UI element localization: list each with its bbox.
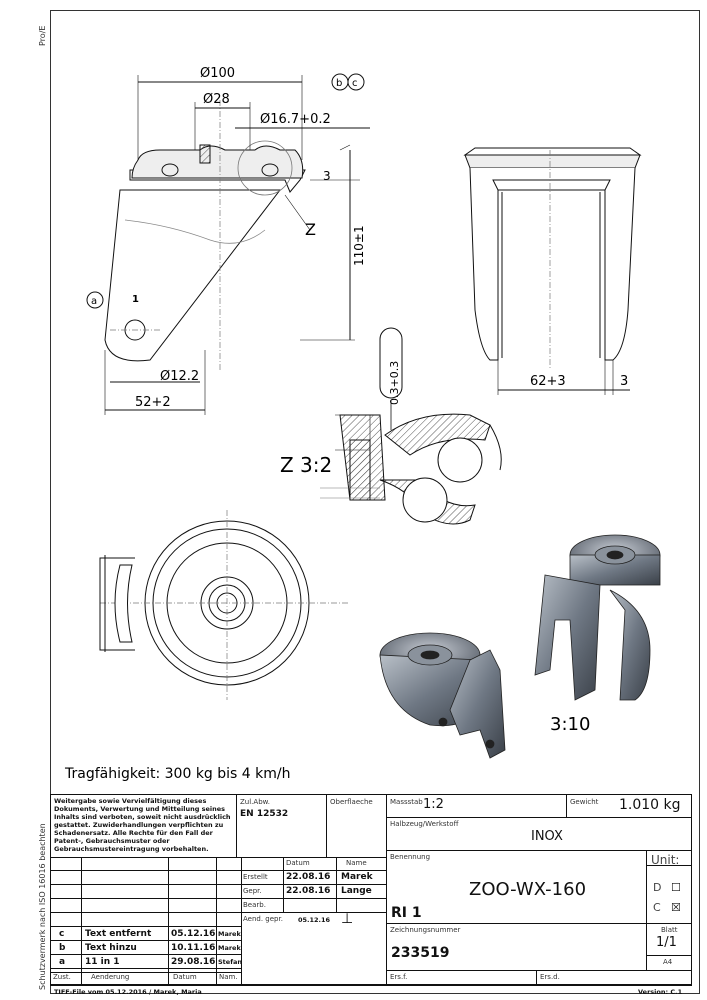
datum-header: Datum xyxy=(286,859,310,867)
scale-3-10: 3:10 xyxy=(550,714,590,735)
dim-62: 62+3 xyxy=(530,374,566,389)
legal-notice: Weitergabe sowie Vervielfältigung dieses… xyxy=(54,797,231,853)
rev-a-zust: a xyxy=(59,957,66,967)
dim-52: 52+2 xyxy=(135,395,171,410)
render-3d-right xyxy=(534,534,661,701)
unit-c-checkbox: ☒ xyxy=(671,901,681,914)
ersd-label: Ers.d. xyxy=(540,973,560,981)
massstab-value: 1:2 xyxy=(423,797,444,812)
rev-a-text: 11 in 1 xyxy=(85,957,120,967)
dim-110: 110±1 xyxy=(352,225,366,266)
dim-d122: Ø12.2 xyxy=(160,369,199,384)
datum-header-2: Datum xyxy=(173,973,197,981)
erstellt-label: Erstellt xyxy=(243,873,268,881)
zul-abw-label: Zul.Abw. xyxy=(240,798,270,806)
rev-b-text: Text hinzu xyxy=(85,943,137,953)
dim-d100: Ø100 xyxy=(200,66,235,81)
drawing-number: 233519 xyxy=(391,945,450,961)
ref-b: b xyxy=(336,78,342,89)
detail-z-view xyxy=(320,327,502,525)
side-view xyxy=(86,73,370,415)
label-1: 1 xyxy=(132,294,139,305)
dim-3: 3 xyxy=(323,169,331,183)
massstab-label: Massstab xyxy=(390,798,423,806)
rev-b-date: 10.11.16 xyxy=(171,943,216,953)
zul-abw-value: EN 12532 xyxy=(240,809,289,819)
halbzeug-label: Halbzeug/Werkstoff xyxy=(390,820,459,828)
unit-label: Unit: xyxy=(651,853,680,867)
rev-a-name: Stefan xyxy=(218,958,243,966)
blatt-value: 1/1 xyxy=(656,935,677,950)
bearb-label: Bearb. xyxy=(243,901,266,909)
dim-3b: 3 xyxy=(620,374,628,389)
erstellt-date: 22.08.16 xyxy=(286,872,331,882)
aend-label: Aend. gepr. xyxy=(243,915,283,923)
gepr-label: Gepr. xyxy=(243,887,262,895)
label-z: Z xyxy=(305,220,316,239)
part-name: ZOO-WX-160 xyxy=(469,879,587,900)
dim-03: 0.3+0.3 xyxy=(388,361,401,405)
detail-z-label: Z 3:2 xyxy=(280,453,332,477)
oberflaeche-label: Oberflaeche xyxy=(330,798,373,806)
unit-d-checkbox: ☐ xyxy=(671,881,681,894)
dim-d28: Ø28 xyxy=(203,92,230,107)
rev-a-date: 29.08.16 xyxy=(171,957,216,967)
load-capacity: Tragfähigkeit: 300 kg bis 4 km/h xyxy=(64,766,290,782)
signature-icon: ⊥ xyxy=(341,911,354,927)
front-view xyxy=(463,147,642,395)
ref-a: a xyxy=(91,296,97,307)
title-block: Weitergabe sowie Vervielfältigung dieses… xyxy=(50,794,692,986)
side-label-bottom: Schutzvermerk nach ISO 16016 beachten xyxy=(38,823,47,990)
technical-drawing: Ø100 Ø28 Ø16.7+0.2 b c 3 Z 110±1 a 1 Ø12… xyxy=(64,66,661,782)
aend-date: 05.12.16 xyxy=(298,916,331,924)
rev-c-name: Marek xyxy=(218,930,241,938)
gepr-date: 22.08.16 xyxy=(286,886,331,896)
gepr-name: Lange xyxy=(341,886,372,896)
drawing-frame xyxy=(50,10,700,994)
top-view-wheel xyxy=(99,510,350,700)
gewicht-label: Gewicht xyxy=(570,798,599,806)
aenderung-header: Aenderung xyxy=(91,973,130,981)
rev-c-zust: c xyxy=(59,929,65,939)
rev-b-name: Marek xyxy=(218,944,241,952)
zust-header: Zust. xyxy=(53,973,71,981)
erstellt-name: Marek xyxy=(341,872,373,882)
dim-d167: Ø16.7+0.2 xyxy=(260,112,331,127)
rev-c-date: 05.12.16 xyxy=(171,929,216,939)
nam-header: Nam. xyxy=(219,973,238,981)
zeichnungsnummer-label: Zeichnungsnummer xyxy=(390,926,461,934)
benennung-label: Benennung xyxy=(390,853,431,861)
footer-right: Version: C.1 xyxy=(638,988,683,996)
werkstoff-value: INOX xyxy=(531,829,563,844)
blatt-label: Blatt xyxy=(661,926,678,934)
unit-c: C xyxy=(653,901,661,914)
unit-d: D xyxy=(653,881,662,894)
footer-left: TIFF-File vom 05.12.2016 / Marek, Maria xyxy=(54,988,202,996)
gewicht-value: 1.010 kg xyxy=(619,797,681,813)
format-label: A4 xyxy=(663,958,673,966)
ersf-label: Ers.f. xyxy=(390,973,408,981)
rev-c-text: Text entfernt xyxy=(85,929,152,939)
render-3d-left xyxy=(379,632,506,759)
side-label-top: Pro/E xyxy=(38,25,47,46)
name-header: Name xyxy=(346,859,367,867)
part-subname: RI 1 xyxy=(391,905,422,921)
rev-b-zust: b xyxy=(59,943,66,953)
ref-c: c xyxy=(352,78,358,89)
